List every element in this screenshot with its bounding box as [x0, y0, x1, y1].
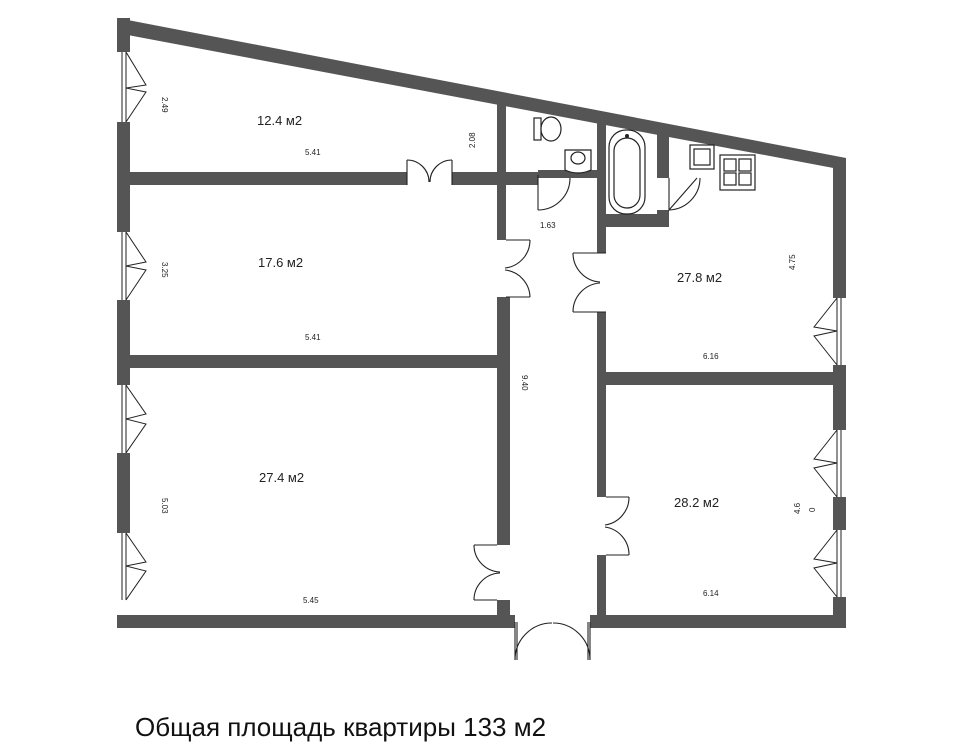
left-wall-1: [117, 18, 130, 52]
door-room2: [504, 239, 531, 298]
window-room2: [121, 231, 147, 301]
corridor-left-wall-3: [497, 600, 510, 628]
bathtub-icon: [608, 129, 646, 215]
entrance-door: [514, 622, 591, 661]
room3-height: 5.03: [160, 498, 169, 514]
walls: [117, 18, 846, 628]
corridor-length: 9.40: [520, 375, 529, 391]
bath-right-wall: [657, 133, 669, 178]
left-wall-4: [117, 453, 130, 533]
bath-bottom-wall: [597, 214, 669, 227]
window-room5-bottom: [813, 529, 842, 598]
room4-area: 27.8 м2: [677, 270, 722, 285]
bath-height: 2.08: [468, 132, 477, 148]
window-room3-bottom: [121, 532, 147, 601]
window-room3-top: [121, 384, 147, 454]
bottom-wall-left: [117, 615, 515, 628]
room3-area: 27.4 м2: [259, 470, 304, 485]
right-wall-4: [833, 597, 846, 628]
total-area-caption: Общая площадь квартиры 133 м2: [135, 712, 547, 742]
door-bath: [668, 177, 701, 212]
labels: 12.4 м2 5.41 2.49 2.08 17.6 м2 5.41 3.25…: [160, 97, 817, 605]
top-wall: [117, 18, 846, 170]
partition-room1-room2-a: [117, 172, 407, 185]
bath-right-wall-2: [657, 210, 669, 227]
doors: [406, 159, 701, 661]
toilet-icon: [533, 116, 562, 142]
corridor-right-wall-2: [597, 312, 606, 497]
room1-area: 12.4 м2: [257, 113, 302, 128]
corridor-left-wall-2: [497, 297, 510, 545]
room2-area: 17.6 м2: [258, 255, 303, 270]
room2-width: 5.41: [305, 333, 321, 342]
sink-icon: [564, 149, 592, 174]
door-room3: [473, 544, 501, 601]
bath-width: 1.63: [540, 221, 556, 230]
partition-room4-room5: [597, 372, 846, 385]
room5-width: 6.14: [703, 589, 719, 598]
left-wall-3: [117, 300, 130, 385]
windows: [121, 51, 842, 601]
room3-width: 5.45: [303, 596, 319, 605]
room4-height: 4.75: [788, 254, 797, 270]
bottom-wall-right: [590, 615, 846, 628]
stove-icon: [719, 154, 756, 191]
right-wall-3: [833, 497, 846, 530]
room5-area: 28.2 м2: [674, 495, 719, 510]
room2-height: 3.25: [160, 262, 169, 278]
room5-height-a: 4.6: [793, 502, 802, 514]
room1-height: 2.49: [160, 97, 169, 113]
right-wall-1: [833, 158, 846, 298]
window-room5-top: [813, 429, 842, 498]
room1-width: 5.41: [305, 148, 321, 157]
corridor-left-wall-1: [497, 103, 506, 240]
partition-room2-room3: [117, 355, 510, 368]
kitchen-sink-icon: [689, 144, 715, 170]
window-room1: [121, 51, 147, 123]
corridor-right-wall-3: [597, 555, 606, 628]
room5-height-b: 0: [808, 507, 817, 512]
room4-width: 6.16: [703, 352, 719, 361]
door-toilet: [537, 175, 571, 211]
fixtures: [533, 116, 756, 215]
door-room4: [572, 252, 606, 313]
door-room1: [406, 159, 453, 185]
corridor-right-wall-1: [597, 123, 606, 253]
partition-room1-room2-b: [452, 172, 538, 185]
toilet-wall: [538, 170, 598, 178]
window-room4: [813, 297, 842, 366]
door-room5: [604, 496, 630, 556]
